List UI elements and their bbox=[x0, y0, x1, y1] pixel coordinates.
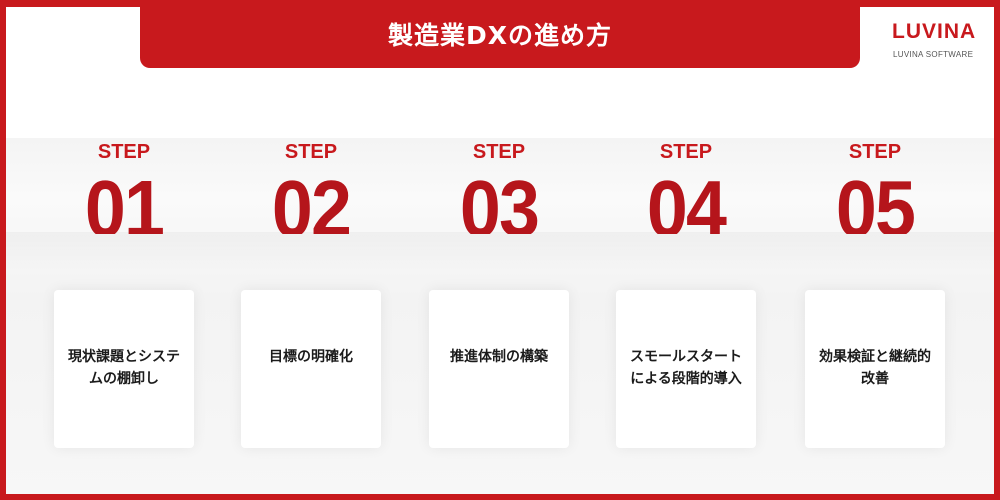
step-label: STEP bbox=[472, 141, 526, 163]
step-card: 現状課題とシステムの棚卸し bbox=[54, 290, 194, 448]
step-card: スモールスタートによる段階的導入 bbox=[616, 290, 756, 448]
step-number: 02 bbox=[271, 164, 352, 234]
step-1: STEP 01 現状課題とシステムの棚卸し bbox=[54, 138, 194, 448]
top-border-left bbox=[0, 0, 140, 7]
step-description: 現状課題とシステムの棚卸し bbox=[68, 349, 180, 387]
step-card: 推進体制の構築 bbox=[429, 290, 569, 448]
step-card: 目標の明確化 bbox=[241, 290, 381, 448]
step-description: 目標の明確化 bbox=[269, 349, 353, 365]
step-3: STEP 03 推進体制の構築 bbox=[429, 138, 569, 448]
steps-shadow-band bbox=[6, 232, 994, 272]
step-card: 効果検証と継続的改善 bbox=[805, 290, 945, 448]
step-number: 01 bbox=[84, 164, 165, 234]
step-4: STEP 04 スモールスタートによる段階的導入 bbox=[616, 138, 756, 448]
logo-tagline: LUVINA SOFTWARE bbox=[893, 50, 974, 59]
top-border-right bbox=[858, 0, 1000, 7]
step-description: 推進体制の構築 bbox=[450, 349, 548, 365]
step-number: 05 bbox=[835, 164, 916, 234]
step-5: STEP 05 効果検証と継続的改善 bbox=[805, 138, 945, 448]
step-number: 03 bbox=[459, 164, 540, 234]
title-banner: 製造業DXの進め方 bbox=[140, 0, 860, 68]
page-title: 製造業DXの進め方 bbox=[387, 21, 613, 50]
step-description: 効果検証と継続的改善 bbox=[819, 349, 931, 387]
step-label: STEP bbox=[284, 141, 338, 163]
luvina-logo: LUVINA LUVINA SOFTWARE bbox=[892, 20, 978, 64]
step-label: STEP bbox=[97, 141, 151, 163]
step-label: STEP bbox=[848, 141, 902, 163]
step-2: STEP 02 目標の明確化 bbox=[241, 138, 381, 448]
step-number: 04 bbox=[646, 164, 727, 234]
logo-wordmark: LUVINA bbox=[892, 20, 977, 43]
step-description: スモールスタートによる段階的導入 bbox=[630, 349, 742, 387]
step-label: STEP bbox=[659, 141, 713, 163]
